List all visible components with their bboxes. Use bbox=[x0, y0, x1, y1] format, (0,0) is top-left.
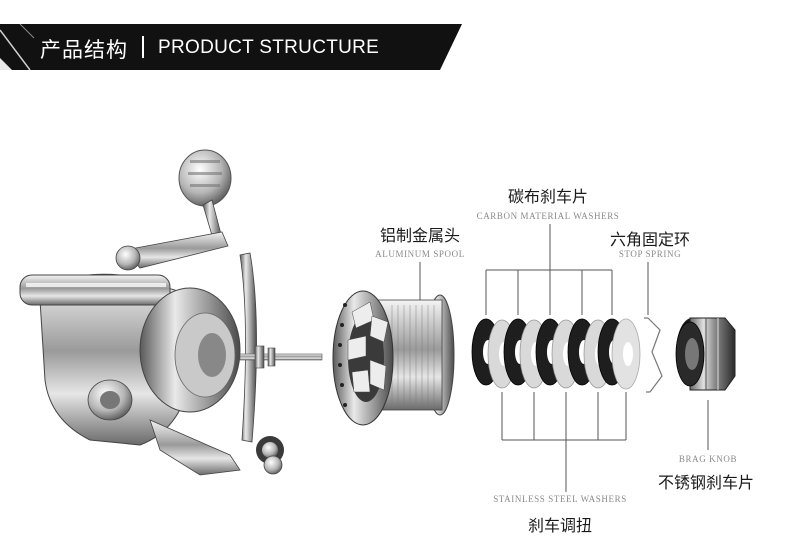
steel-washer bbox=[611, 318, 641, 390]
reel-body bbox=[19, 149, 323, 476]
header-title-cn: 产品结构 bbox=[40, 38, 128, 62]
main-shaft bbox=[239, 353, 323, 361]
header-background bbox=[0, 24, 462, 70]
label-stainless-washers-en: STAINLESS STEEL WASHERS bbox=[493, 494, 627, 504]
reel-foot bbox=[19, 274, 171, 306]
stop-spring bbox=[644, 317, 663, 393]
header-banner: 产品结构 PRODUCT STRUCTURE bbox=[0, 24, 462, 70]
washer-stack bbox=[471, 318, 641, 390]
label-stop-spring-cn: 六角固定环 bbox=[609, 230, 691, 249]
label-aluminum-spool-cn: 铝制金属头 bbox=[379, 226, 461, 245]
bail-arm bbox=[239, 252, 257, 443]
aluminum-spool bbox=[332, 290, 455, 426]
label-drag-knob-en: BRAG KNOB bbox=[678, 454, 738, 464]
label-carbon-washers-en: CARBON MATERIAL WASHERS bbox=[476, 211, 620, 221]
label-stainless-washers-cn: 刹车调扭 bbox=[527, 516, 593, 535]
handle-knob bbox=[178, 149, 232, 207]
label-drag-knob-cn: 不锈钢刹车片 bbox=[657, 473, 755, 492]
label-aluminum-spool-en: ALUMINUM SPOOL bbox=[375, 249, 465, 259]
drag-knob bbox=[675, 317, 736, 391]
header-title-en: PRODUCT STRUCTURE bbox=[158, 37, 380, 58]
handle-arm bbox=[124, 231, 229, 269]
header-separator bbox=[142, 36, 144, 58]
leader-lines bbox=[419, 224, 709, 492]
label-carbon-washers-cn: 碳布刹车片 bbox=[507, 187, 589, 206]
label-stop-spring-en: STOP SPRING bbox=[618, 249, 682, 259]
